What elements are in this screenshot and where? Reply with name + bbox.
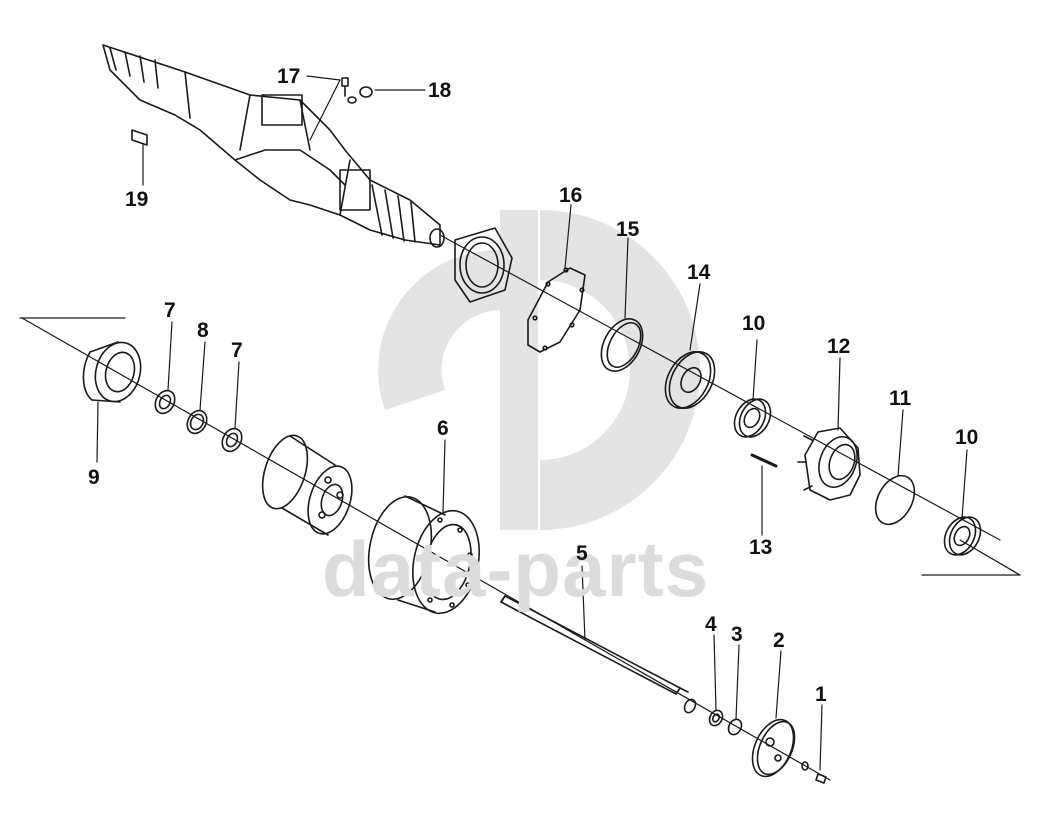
label-17: 17 xyxy=(277,65,301,88)
label-13: 13 xyxy=(749,536,773,559)
cover-2 xyxy=(751,718,796,778)
watermark-text: data-parts xyxy=(322,525,710,613)
bearing-10-upper xyxy=(733,398,772,438)
ring-8 xyxy=(186,409,208,435)
gasket-16 xyxy=(527,267,586,353)
label-3: 3 xyxy=(731,623,743,646)
hub-12 xyxy=(797,427,861,501)
label-14: 14 xyxy=(687,261,711,284)
drum-6 xyxy=(367,495,480,615)
label-8: 8 xyxy=(197,319,209,342)
ring-15 xyxy=(600,318,644,372)
label-7-right: 7 xyxy=(231,339,243,362)
cup-9 xyxy=(82,341,142,403)
bolt-1 xyxy=(801,761,827,784)
label-11: 11 xyxy=(889,387,912,410)
label-19: 19 xyxy=(125,188,149,211)
label-15: 15 xyxy=(616,218,640,241)
ring-small-a xyxy=(683,698,697,714)
shaft-5 xyxy=(500,595,689,695)
label-2: 2 xyxy=(773,629,785,652)
oring-11 xyxy=(874,474,916,526)
leader-lines xyxy=(96,75,968,771)
bearing-10-lower xyxy=(943,516,982,556)
stud-13 xyxy=(750,453,778,468)
flange-plate xyxy=(454,227,513,303)
plug-18 xyxy=(347,86,373,104)
seal-14 xyxy=(664,351,716,409)
label-4: 4 xyxy=(705,613,717,636)
ring-7-right xyxy=(221,427,243,453)
label-10-upper: 10 xyxy=(742,312,766,335)
label-5: 5 xyxy=(576,542,588,565)
ring-7-left xyxy=(154,389,176,415)
axle-housing xyxy=(102,44,445,248)
label-7-left: 7 xyxy=(164,299,176,322)
watermark-logo xyxy=(378,210,700,530)
axis-line-upper xyxy=(439,234,1001,541)
bolt-17 xyxy=(341,77,349,97)
ring-4 xyxy=(708,709,724,727)
ring-3 xyxy=(727,718,743,736)
hub-carrier xyxy=(261,434,353,536)
label-12: 12 xyxy=(827,335,851,358)
label-6: 6 xyxy=(437,417,449,440)
label-9: 9 xyxy=(88,466,100,489)
label-10-lower: 10 xyxy=(955,426,979,449)
label-16: 16 xyxy=(559,184,583,207)
label-1: 1 xyxy=(815,683,827,706)
frame-diag-right xyxy=(959,539,1021,576)
label-18: 18 xyxy=(428,79,452,102)
